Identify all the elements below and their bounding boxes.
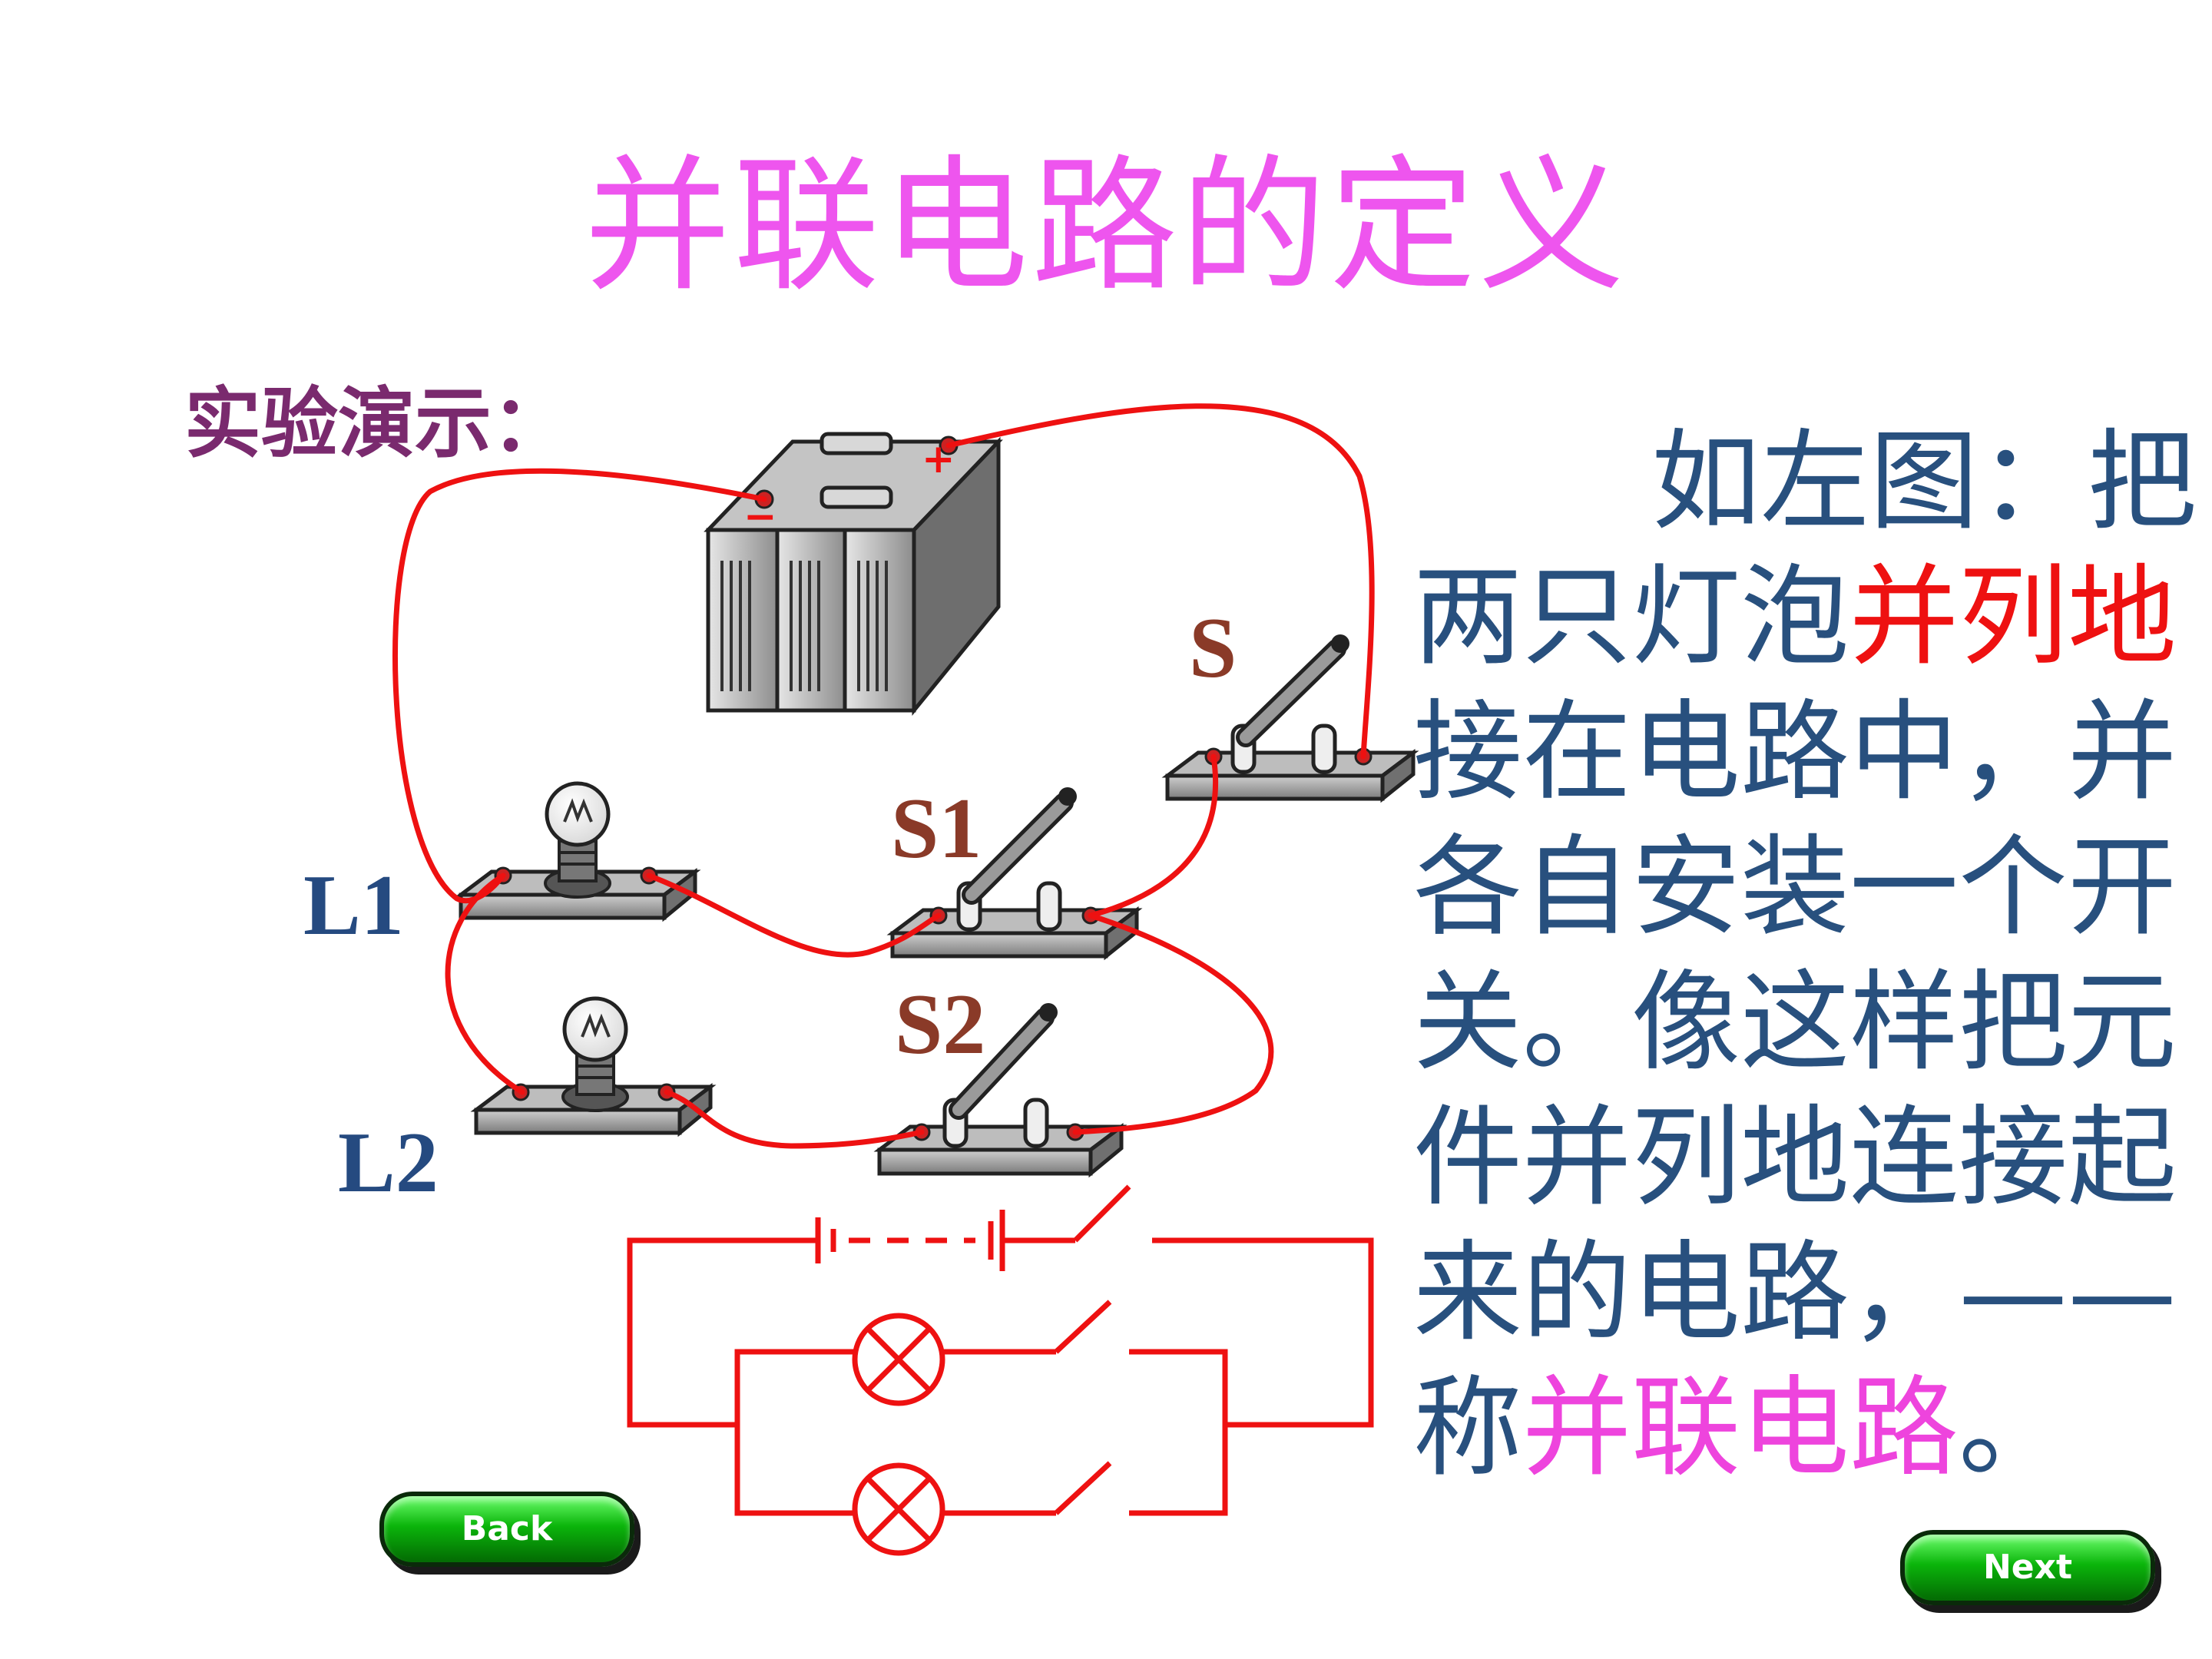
para-line-8: 称并联电路。 xyxy=(1413,1361,2197,1496)
page-title: 并联电路的定义 xyxy=(584,141,1628,311)
para-line-6: 件并列地连接起 xyxy=(1413,1094,2177,1221)
highlight-parallel: 并列地 xyxy=(1849,554,2177,680)
switch-s2 xyxy=(873,1003,1128,1178)
para-line-2: 两只灯泡并列地 xyxy=(1413,550,2197,685)
switch-s xyxy=(1161,634,1419,803)
label-lamp-l2: L2 xyxy=(338,1115,439,1210)
para-line-2-start: 两只灯泡 xyxy=(1413,554,1849,680)
back-button[interactable]: Back xyxy=(379,1492,634,1567)
para-line-7: 来的电路，—— xyxy=(1413,1230,2177,1356)
switch-s1 xyxy=(886,787,1143,961)
battery-minus-label: − xyxy=(743,494,777,540)
para-line-4: 各自安装一个开 xyxy=(1413,824,2177,951)
label-lamp-l1: L1 xyxy=(303,858,404,953)
para-line-1: 如左图：把 xyxy=(1651,419,2197,545)
label-switch-s2: S2 xyxy=(895,977,986,1072)
battery: + − xyxy=(704,432,1003,717)
apparatus-wires xyxy=(392,403,1375,1149)
para-line-8-end: 。 xyxy=(1959,1365,2068,1492)
next-button[interactable]: Next xyxy=(1900,1530,2155,1605)
para-line-3: 接在电路中，并 xyxy=(1413,689,2177,816)
demo-label: 实验演示： xyxy=(184,378,568,469)
para-line-5: 关。像这样把元 xyxy=(1413,959,2177,1086)
para-line-8-start: 称 xyxy=(1413,1365,1522,1492)
lamp-l2 xyxy=(470,996,717,1137)
highlight-parallel-circuit: 并联电路 xyxy=(1522,1365,1959,1492)
definition-paragraph: 如左图：把 两只灯泡并列地 接在电路中，并 各自安装一个开 关。像这样把元 件并… xyxy=(1413,415,2197,1496)
lamp-l1 xyxy=(455,781,701,922)
label-switch-s: S xyxy=(1189,601,1237,696)
label-switch-s1: S1 xyxy=(891,781,982,876)
circuit-schematic xyxy=(627,1184,1374,1556)
